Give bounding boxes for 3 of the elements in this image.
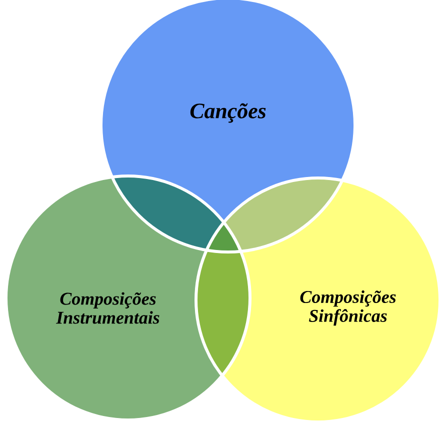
set-label: Composições Instrumentais bbox=[56, 292, 160, 324]
set-label: Composições Sinfônicas bbox=[300, 290, 396, 326]
set-label: Canções bbox=[190, 103, 266, 123]
